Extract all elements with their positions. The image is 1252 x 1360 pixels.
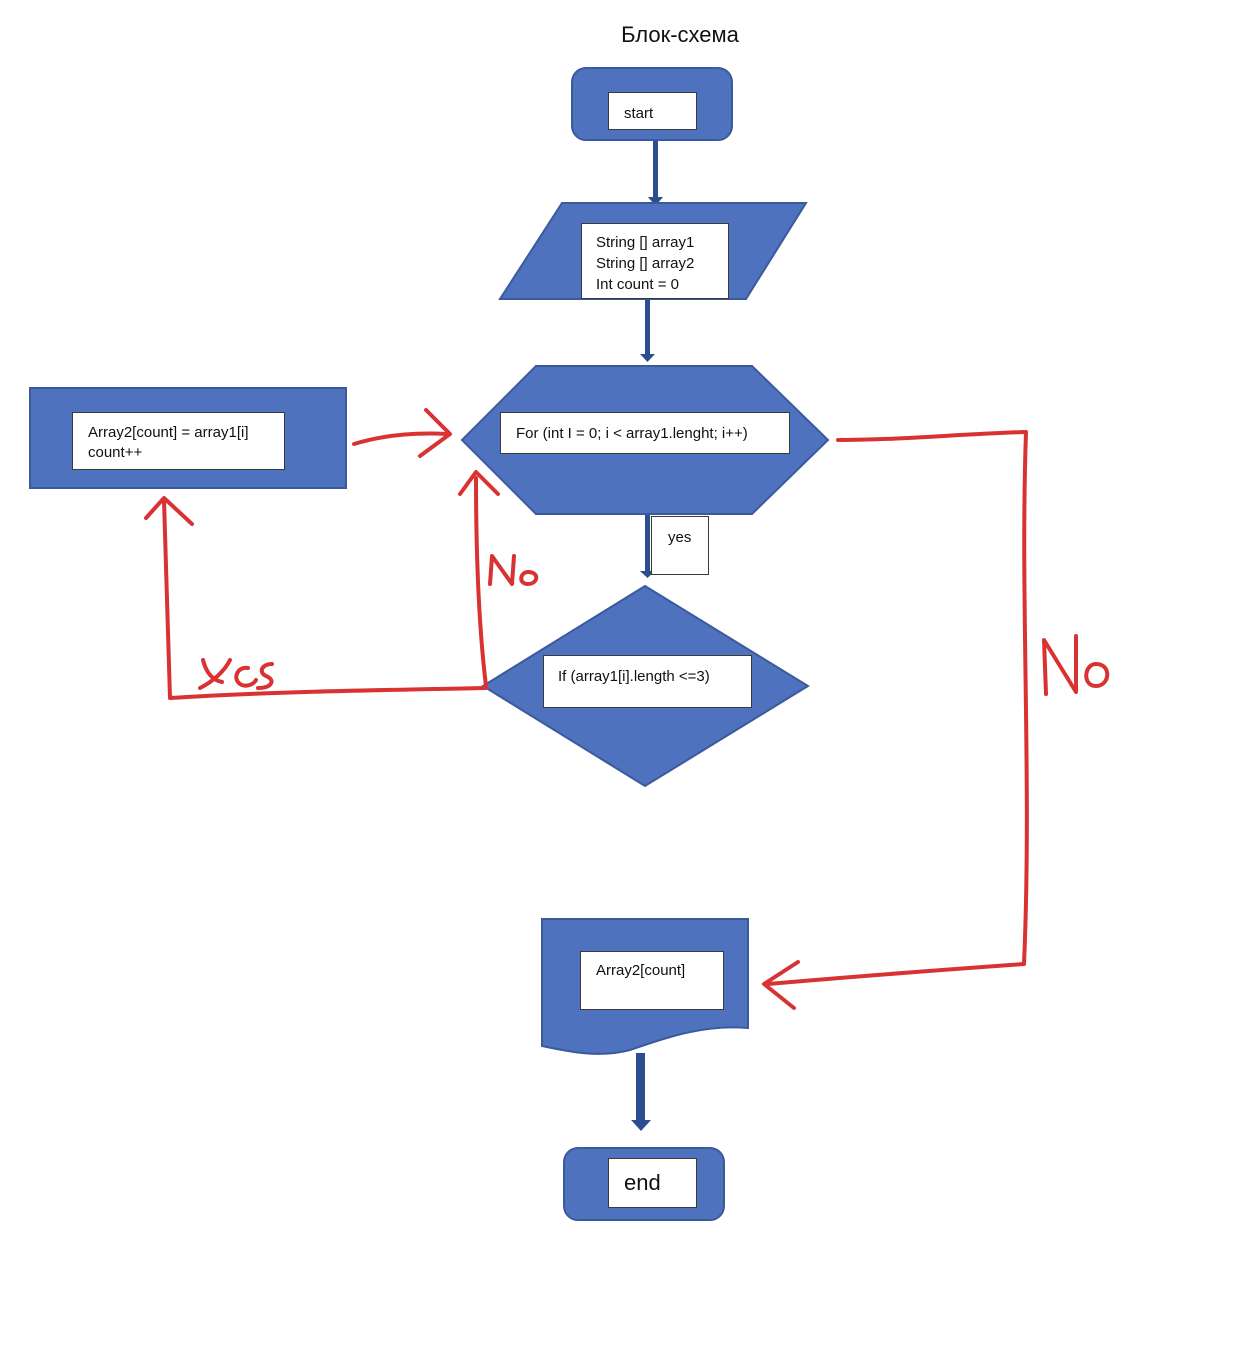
assign-line-2: count++ <box>88 444 143 461</box>
arrowhead-loop-no-to-output <box>762 960 800 1010</box>
loop-text: For (int I = 0; i < array1.lenght; i++) <box>516 425 748 442</box>
connector-loop-to-condition <box>645 515 650 573</box>
loop-label: For (int I = 0; i < array1.lenght; i++) <box>500 412 790 454</box>
input-line-1: String [] array1 <box>596 234 695 251</box>
output-text: Array2[count] <box>596 962 686 979</box>
output-label: Array2[count] <box>580 951 724 1010</box>
input-label: String [] array1 String [] array2 Int co… <box>581 223 729 299</box>
handwritten-no-small-glyphs <box>488 554 539 586</box>
edge-condition-yes-to-assign <box>162 498 488 700</box>
start-text: start <box>624 105 654 122</box>
handwritten-yes-glyphs <box>198 658 274 690</box>
arrowhead-condition-yes-to-assign <box>144 496 194 526</box>
end-label: end <box>608 1158 697 1208</box>
arrowhead-output-to-end <box>631 1120 651 1131</box>
arrowhead-start-to-input <box>648 197 663 206</box>
input-line-3: Int count = 0 <box>596 276 679 293</box>
edge-assign-to-loop <box>352 431 450 446</box>
arrowhead-condition-no-to-loop <box>458 470 500 496</box>
edge-loop-no-to-output <box>766 430 1029 986</box>
diagram-title: Блок-схема <box>621 22 739 47</box>
connector-input-to-loop <box>645 300 650 356</box>
connector-start-to-input <box>653 141 658 199</box>
loop-yes-label-box: yes <box>651 516 709 575</box>
condition-text: If (array1[i].length <=3) <box>558 668 710 685</box>
connector-output-to-end <box>636 1053 645 1121</box>
assign-line-1: Array2[count] = array1[i] <box>88 424 249 441</box>
edge-condition-no-to-loop <box>474 476 488 688</box>
handwritten-no-large-glyphs <box>1042 634 1110 696</box>
input-line-2: String [] array2 <box>596 255 695 272</box>
arrowhead-assign-to-loop <box>418 408 452 458</box>
start-label: start <box>608 92 697 130</box>
end-text: end <box>624 1170 661 1195</box>
condition-label: If (array1[i].length <=3) <box>543 655 752 708</box>
loop-yes-text: yes <box>668 529 692 546</box>
arrowhead-input-to-loop <box>640 354 655 362</box>
assign-label: Array2[count] = array1[i] count++ <box>72 412 285 470</box>
